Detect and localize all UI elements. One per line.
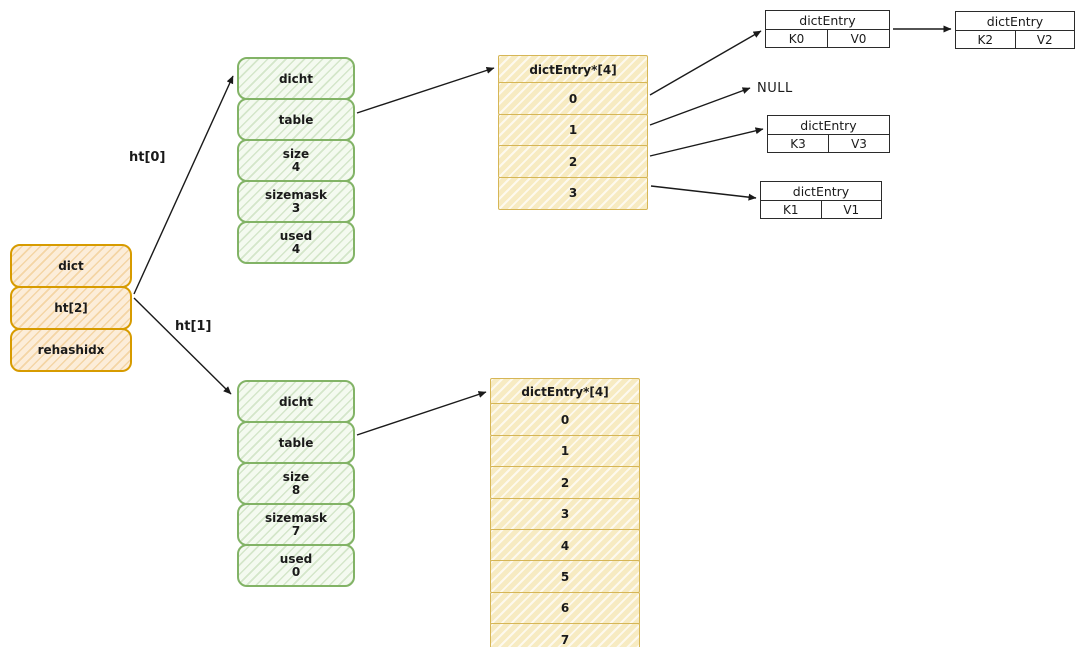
arrow-ht0 [133,75,234,295]
arrow-slot1-to-null [649,87,751,126]
bucket-array-top-header: dictEntry*[4] [498,55,648,84]
dictht-bottom-used-value: 0 [291,564,301,579]
dictht-top-sizemask-row: sizemask 3 [237,180,355,223]
dictht-top-sizemask-label: sizemask [264,187,328,202]
dictentry-v0-cell: V0 [827,30,889,47]
dictht-top-size-label: size [282,146,310,161]
arrow-table-top-to-bucket [356,67,495,114]
dictentry-k0v0-box: dictEntry K0 V0 [765,10,890,48]
dictht-top-size-value: 4 [291,159,301,174]
bucket-bottom-slot-7: 7 [490,623,640,647]
dictht-top-used-label: used [279,228,313,243]
dictht-bottom-size-label: size [282,469,310,484]
bucket-bottom-slot-5: 5 [490,560,640,594]
bucket-top-slot-1: 1 [498,113,648,147]
dictht-bottom-size-value: 8 [291,482,301,497]
dict-row-ht2: ht[2] [10,286,132,330]
dictht-top-size-row: size 4 [237,139,355,182]
dictht-bottom-sizemask-row: sizemask 7 [237,503,355,546]
dictht-top-title-row: dicht [237,57,355,100]
bucket-bottom-slot-1: 1 [490,434,640,468]
dictht-top-table-label: table [278,112,314,127]
dict-row-dict: dict [10,244,132,288]
dictht-bottom-title-row: dicht [237,380,355,423]
arrow-ht1 [133,297,232,395]
dictentry-k2-cell: K2 [977,32,993,47]
dictht-bottom-size-row: size 8 [237,462,355,505]
dictentry-k3v3-title: dictEntry [768,116,889,135]
dictentry-v2-cell: V2 [1014,31,1075,48]
bucket-array-top: dictEntry*[4] 0 1 2 3 [498,55,648,210]
dict-struct-box: dict ht[2] rehashidx [10,244,132,372]
dictht-bottom-sizemask-label: sizemask [264,510,328,525]
dict-row-dict-label: dict [58,259,84,273]
dictht-bottom-used-row: used 0 [237,544,355,587]
dictentry-k1v1-box: dictEntry K1 V1 [760,181,882,219]
dictht-top-box: dicht table size 4 sizemask 3 used 4 [237,57,355,264]
dictht-bottom-table-label: table [278,435,314,450]
bucket-top-slot-2: 2 [498,145,648,179]
dict-row-ht2-label: ht[2] [54,301,88,315]
dictht-bottom-sizemask-value: 7 [291,523,301,538]
arrow-slot0-to-k0v0 [649,30,762,96]
arrow-slot2-to-k3v3 [649,127,764,157]
dictentry-k1-cell: K1 [782,202,799,217]
arrow-table-bottom-to-bucket [356,391,487,436]
dictentry-k2v2-title: dictEntry [956,12,1074,31]
dictht-bottom-table-row: table [237,421,355,464]
bucket-top-slot-3: 3 [498,176,648,210]
dictht-top-used-row: used 4 [237,221,355,264]
bucket-bottom-slot-2: 2 [490,466,640,500]
dictht-bottom-title: dicht [278,394,314,409]
dictht-top-title: dicht [278,71,314,86]
dictht-bottom-box: dicht table size 8 sizemask 7 used 0 [237,380,355,587]
dictht-top-sizemask-value: 3 [291,200,301,215]
dictht-bottom-used-label: used [279,551,313,566]
dictentry-k0v0-title: dictEntry [766,11,889,30]
ht0-arrow-label: ht[0] [129,150,166,165]
dict-row-rehashidx-label: rehashidx [37,343,105,357]
null-label: NULL [757,81,793,96]
dictentry-k3v3-box: dictEntry K3 V3 [767,115,890,153]
dictht-top-table-row: table [237,98,355,141]
bucket-top-slot-0: 0 [498,82,648,116]
bucket-bottom-slot-6: 6 [490,591,640,625]
dictentry-k1v1-title: dictEntry [761,182,881,201]
bucket-bottom-slot-3: 3 [490,497,640,531]
dictht-top-used-value: 4 [291,241,301,256]
dictentry-v1-cell: V1 [820,201,882,218]
ht1-arrow-label: ht[1] [175,319,212,334]
bucket-array-bottom-header: dictEntry*[4] [490,378,640,405]
dictentry-k2v2-box: dictEntry K2 V2 [955,11,1075,49]
dictentry-k0-cell: K0 [788,31,805,46]
dictentry-k3-cell: K3 [790,136,806,151]
bucket-array-bottom: dictEntry*[4] 0 1 2 3 4 5 6 7 [490,378,640,647]
bucket-bottom-slot-4: 4 [490,529,640,563]
dictentry-v3-cell: V3 [828,135,889,152]
dict-row-rehashidx: rehashidx [10,328,132,372]
bucket-bottom-slot-0: 0 [490,403,640,437]
arrow-slot3-to-k1v1 [650,185,757,201]
